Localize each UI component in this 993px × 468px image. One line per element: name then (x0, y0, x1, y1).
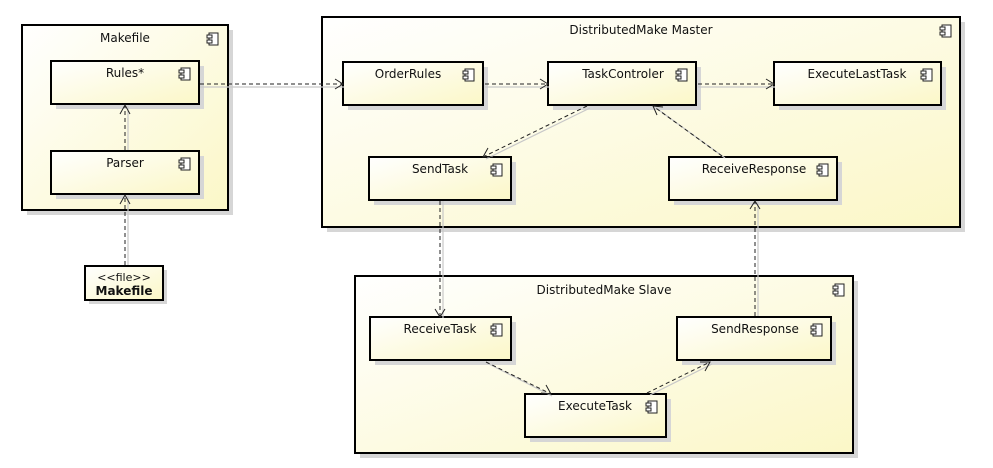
component-icon (675, 68, 688, 82)
artifact-stereotype: <<file>> (97, 271, 151, 284)
component-execute-task: ExecuteTask (524, 393, 671, 442)
component-icon (832, 283, 845, 297)
component-order-rules-label: OrderRules (375, 67, 441, 81)
component-task-controler-label: TaskControler (581, 67, 664, 81)
component-receive-response-label: ReceiveResponse (702, 162, 807, 176)
component-send-response-label: SendResponse (711, 322, 799, 336)
component-parser-label: Parser (106, 156, 144, 170)
component-parser: Parser (50, 150, 204, 199)
dependency-send-response-to-receive-response (749, 200, 761, 316)
artifact-makefile: <<file>> Makefile (84, 265, 167, 304)
component-icon (462, 68, 475, 82)
component-execute-last-task-label: ExecuteLastTask (808, 67, 907, 81)
artifact-name: Makefile (96, 284, 153, 298)
component-icon (490, 163, 503, 177)
component-rules: Rules* (50, 60, 204, 109)
component-icon (810, 323, 823, 337)
component-icon (178, 67, 191, 81)
package-makefile-title: Makefile (100, 31, 150, 45)
dependency-file-to-parser (119, 193, 131, 265)
dependency-receive-response-to-task-controler (652, 105, 726, 159)
component-icon (206, 32, 219, 46)
package-slave-title: DistributedMake Slave (537, 283, 672, 297)
component-icon (920, 68, 933, 82)
dependency-execute-task-to-send-response (646, 361, 713, 396)
component-receive-task: ReceiveTask (369, 316, 516, 365)
component-icon (645, 400, 658, 414)
component-execute-task-label: ExecuteTask (558, 399, 632, 413)
dependency-receive-task-to-execute-task (485, 361, 553, 397)
component-receive-response: ReceiveResponse (668, 156, 842, 205)
dependency-rules-to-order-rules (200, 78, 344, 90)
component-rules-label: Rules* (106, 66, 144, 80)
component-send-response: SendResponse (676, 316, 836, 365)
dependency-task-controler-to-send-task (482, 105, 591, 160)
component-icon (490, 323, 503, 337)
component-icon (816, 163, 829, 177)
component-icon (939, 24, 952, 38)
dependency-order-rules-to-task-controler (485, 78, 549, 90)
package-master-title: DistributedMake Master (569, 23, 712, 37)
component-execute-last-task: ExecuteLastTask (773, 61, 946, 110)
dependency-parser-to-rules (119, 103, 131, 150)
dependency-send-task-to-receive-task (434, 201, 446, 318)
component-receive-task-label: ReceiveTask (404, 322, 477, 336)
component-icon (178, 157, 191, 171)
component-order-rules: OrderRules (342, 61, 488, 110)
component-task-controler: TaskControler (547, 61, 701, 110)
dependency-task-controler-to-execute-last-task (698, 78, 775, 90)
component-send-task: SendTask (368, 156, 516, 205)
component-send-task-label: SendTask (412, 162, 468, 176)
